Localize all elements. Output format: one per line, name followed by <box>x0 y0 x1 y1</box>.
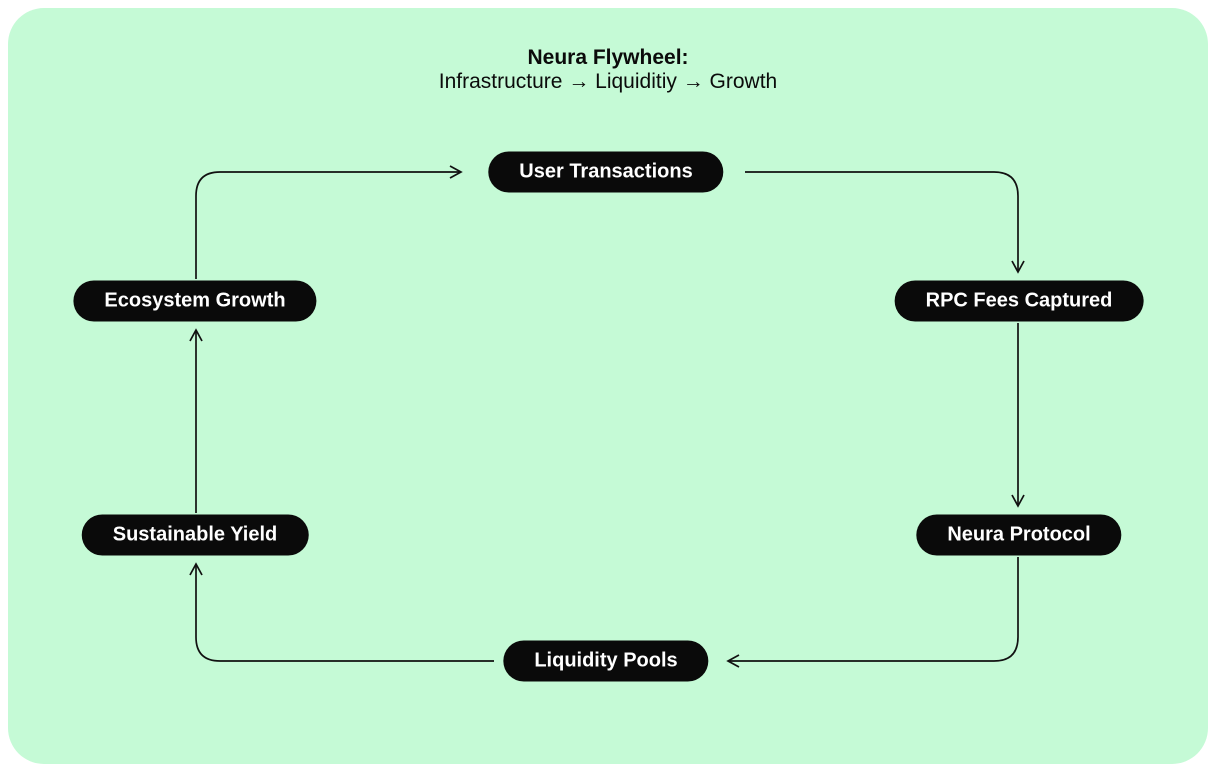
node-liquidity-pools: Liquidity Pools <box>503 640 709 682</box>
node-ecosystem-growth: Ecosystem Growth <box>73 280 317 322</box>
node-rpc-fees-captured: RPC Fees Captured <box>894 280 1144 322</box>
node-neura-protocol: Neura Protocol <box>916 514 1122 556</box>
diagram-title: Neura Flywheel: Infrastructure → Liquidi… <box>0 46 1216 94</box>
node-sustainable-yield: Sustainable Yield <box>81 514 309 556</box>
title-line-1: Neura Flywheel: <box>527 46 689 69</box>
title-line-2: Infrastructure → Liquiditiy → Growth <box>438 70 778 93</box>
node-user-transactions: User Transactions <box>488 151 724 193</box>
